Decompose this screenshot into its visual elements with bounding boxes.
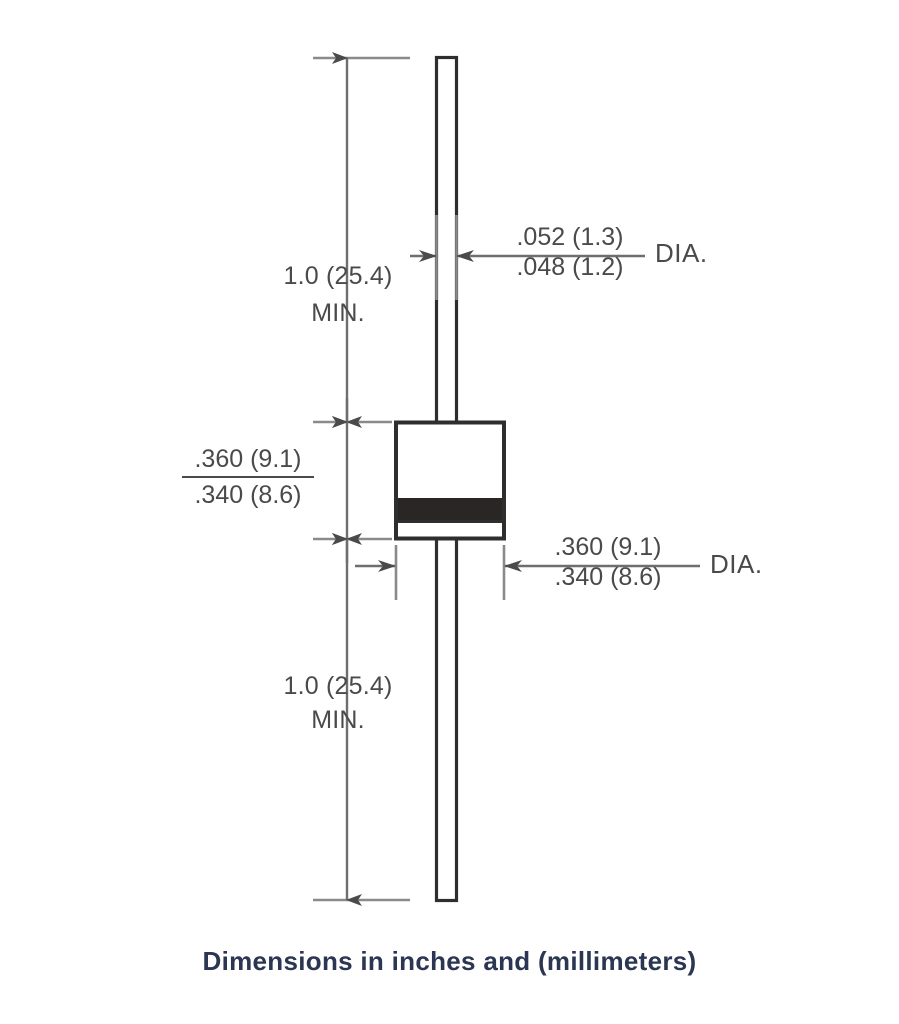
lead-length-bottom-qualifier: MIN. xyxy=(311,706,365,734)
body-diameter-callout: .360 (9.1) .340 (8.6) xyxy=(542,532,674,592)
lead-diameter-max: .052 (1.3) xyxy=(516,223,624,251)
lead-diameter-dia-label: DIA. xyxy=(655,238,708,268)
body-diameter-dia-label: DIA. xyxy=(710,549,763,579)
body-length-callout: .360 (9.1) .340 (8.6) xyxy=(182,444,314,510)
body-length-max: .360 (9.1) xyxy=(194,445,302,473)
lead-length-top-qualifier: MIN. xyxy=(311,299,365,327)
lead-diameter-callout: .052 (1.3) .048 (1.2) xyxy=(505,222,635,282)
lead-diameter-min: .048 (1.2) xyxy=(516,253,624,281)
diode-body-graphic xyxy=(394,420,506,541)
body-length-fraction-bar xyxy=(182,476,314,478)
cathode-band xyxy=(398,498,502,520)
lead-length-bottom-value: 1.0 (25.4) xyxy=(283,672,393,700)
body-length-min: .340 (8.6) xyxy=(194,481,302,509)
lead-length-top-value: 1.0 (25.4) xyxy=(283,262,393,290)
body-diameter-max: .360 (9.1) xyxy=(554,533,662,561)
drawing-caption: Dimensions in inches and (millimeters) xyxy=(202,946,697,976)
body-diameter-min: .340 (8.6) xyxy=(554,563,662,591)
